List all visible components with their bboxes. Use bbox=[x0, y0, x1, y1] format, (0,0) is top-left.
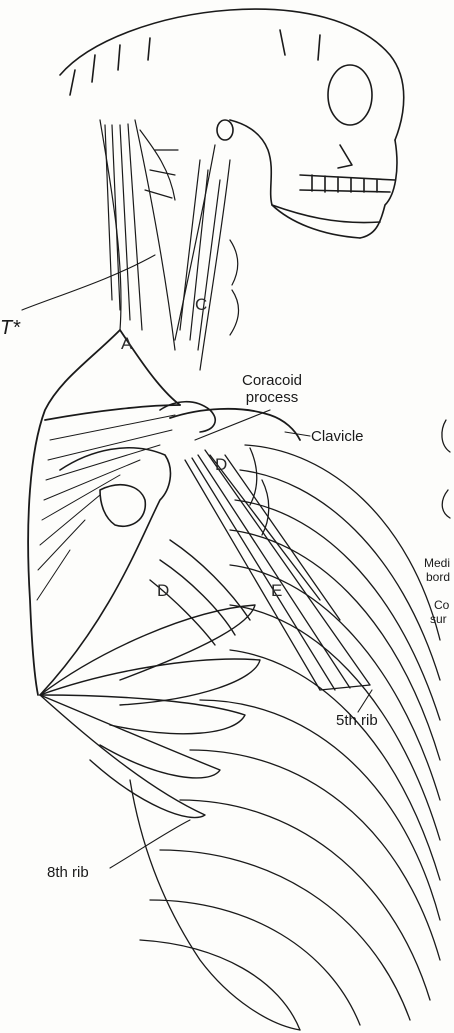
costal-surface-fragment-2: sur bbox=[430, 612, 447, 626]
leader-coracoid bbox=[195, 410, 270, 440]
clavicle-label: Clavicle bbox=[311, 428, 364, 445]
detail-outline bbox=[442, 420, 450, 518]
muscle-letter-a: A bbox=[121, 335, 132, 353]
coracoid-line-2: process bbox=[232, 389, 312, 406]
muscle-letter-d-lower: D bbox=[157, 582, 169, 600]
rib-cage bbox=[130, 445, 440, 1030]
8th-rib-label: 8th rib bbox=[47, 864, 89, 881]
pectoralis-strap bbox=[185, 450, 370, 690]
medial-border-fragment-1: Medi bbox=[424, 556, 450, 570]
coracoid-process-label: Coracoid process bbox=[232, 372, 312, 406]
deltoid-fibers bbox=[37, 415, 175, 600]
muscle-letter-c: C bbox=[195, 296, 207, 314]
marker-label: T* bbox=[0, 320, 20, 337]
medial-border-fragment-2: bord bbox=[426, 570, 450, 584]
coracoid-line-1: Coracoid bbox=[232, 372, 312, 389]
leader-marker bbox=[22, 255, 155, 310]
leader-5th-rib bbox=[358, 690, 372, 712]
muscle-letter-d-upper: D bbox=[215, 456, 227, 474]
skull bbox=[60, 9, 404, 238]
5th-rib-label: 5th rib bbox=[336, 712, 378, 729]
costal-surface-fragment-1: Co bbox=[434, 598, 449, 612]
serratus-anterior bbox=[40, 540, 260, 818]
muscle-letter-e: E bbox=[271, 582, 282, 600]
